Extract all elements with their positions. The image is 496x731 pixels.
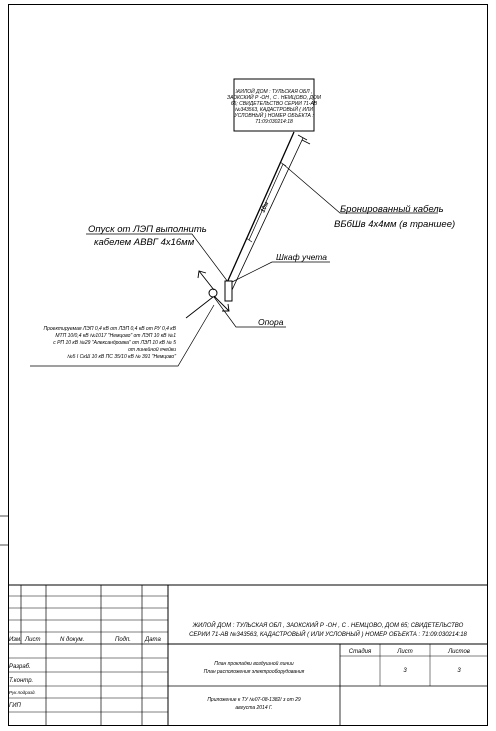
- object-line: 71:09:030214:18: [255, 119, 293, 125]
- cable-route: [225, 131, 311, 291]
- project-line-2: СЕРИИ 71-АВ №343563, КАДАСТРОВЫЙ ( ИЛИ У…: [189, 630, 467, 638]
- cable-leader: [282, 163, 438, 214]
- drawing-frame: [8, 4, 488, 726]
- role-tech-control: Т.контр.: [9, 678, 33, 684]
- line-note-text: №5 I СкШ 10 кВ ПС 35/10 кВ № 391 "Немцов…: [67, 354, 176, 360]
- meter-cabinet-label: Шкаф учета: [276, 252, 327, 262]
- header-izm: Изм.: [9, 637, 22, 643]
- pole-leader: [213, 296, 286, 328]
- header-date: Дата: [144, 637, 161, 643]
- pole-label: Опора: [258, 317, 284, 327]
- object-line: №343563, КАДАСТРОВЫЙ ( ИЛИ: [235, 105, 313, 113]
- line-note-text: от линейной ячейки: [128, 346, 176, 353]
- appendix-line-1: Приложение к ТУ №07-08-1382/ з от 29: [207, 697, 301, 703]
- cable-label-2: ВБбШв 4х4мм (в траншее): [334, 219, 455, 230]
- meter-cabinet: [224, 280, 233, 302]
- cable-label-1: Бронированный кабель: [340, 204, 444, 215]
- distance-label: 10м: [260, 201, 270, 214]
- object-line: УСЛОВНЫЙ ) НОМЕР ОБЪЕКТА :: [234, 111, 314, 119]
- stage-label: Стадия: [349, 649, 372, 655]
- sheets-label: Листов: [447, 649, 470, 655]
- object-box: ЖИЛОЙ ДОМ : ТУЛЬСКАЯ ОБЛ , ЗАОКСКИЙ Р -О…: [227, 78, 322, 132]
- sheet-value: 3: [403, 668, 407, 674]
- line-note-text: с РП 10 кВ №29 "Александровка" от ЛЭП 10…: [53, 340, 176, 346]
- direction-arrows: [185, 270, 230, 319]
- line-note-text: МТП 10/0,4 кВ №1017 "Немцово" от ЛЭП 10 …: [55, 333, 176, 339]
- appendix-line-2: августа 2014 Г.: [235, 705, 273, 711]
- line-note-leader: [30, 304, 215, 367]
- object-line: 65; СВИДЕТЕЛЬСТВО СЕРИИ 71-АВ: [231, 101, 318, 107]
- title-block-roles: Разраб. Т.контр. Рук.подразд. ГИП: [9, 664, 36, 709]
- pole-symbol: [208, 288, 218, 298]
- title-block-headers: Изм. Лист N докум. Подп. Дата: [9, 637, 161, 643]
- header-doc-number: N докум.: [60, 637, 84, 643]
- object-line: ЖИЛОЙ ДОМ : ТУЛЬСКАЯ ОБЛ ,: [235, 87, 313, 95]
- role-head-of-department: Рук.подразд.: [9, 690, 36, 695]
- sheet-title-2: План расположения электрооборудования: [204, 669, 305, 675]
- descent-leader: [86, 233, 229, 283]
- sheet-title-1: План прокладки воздушной линии: [214, 660, 294, 667]
- title-block: [8, 584, 488, 726]
- project-line-1: ЖИЛОЙ ДОМ : ТУЛЬСКАЯ ОБЛ , ЗАОКСКИЙ Р -О…: [192, 621, 464, 629]
- cabinet-leader: [231, 261, 330, 283]
- sheet-label: Лист: [396, 649, 412, 655]
- role-chief-engineer: ГИП: [9, 703, 22, 709]
- header-list: Лист: [24, 637, 40, 643]
- descent-label-1: Опуск от ЛЭП выполнить: [88, 224, 207, 235]
- role-developer: Разраб.: [9, 664, 31, 670]
- object-line: ЗАОКСКИЙ Р -ОН , С . НЕМЦОВО, ДОМ: [227, 93, 322, 101]
- line-note-text: Проектируемая ЛЭП 0,4 кВ от ЛЭП 0,4 кВ о…: [43, 326, 176, 332]
- header-signature: Подп.: [115, 637, 131, 643]
- descent-label-2: кабелем АВВГ 4х16мм: [94, 237, 195, 248]
- line-note: Проектируемая ЛЭП 0,4 кВ от ЛЭП 0,4 кВ о…: [43, 326, 176, 360]
- sheets-value: 3: [457, 668, 461, 674]
